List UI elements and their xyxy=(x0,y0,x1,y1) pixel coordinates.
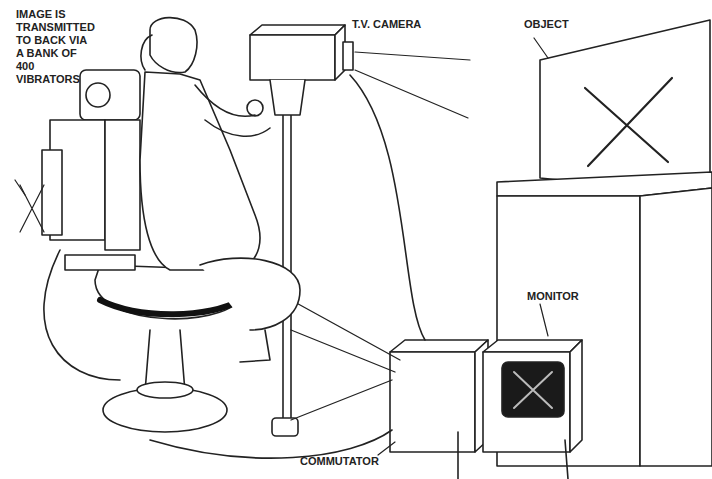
callout-label: IMAGE IS TRANSMITTED TO BACK VIA A BANK … xyxy=(16,8,96,86)
commutator-box xyxy=(390,340,488,479)
leader-line xyxy=(15,38,548,455)
monitor-box xyxy=(483,304,582,479)
cable xyxy=(350,75,425,340)
tripod xyxy=(272,80,400,436)
callout-label: COMMUTATOR xyxy=(300,455,410,468)
tv-camera xyxy=(247,25,353,116)
callout-label: T.V. CAMERA xyxy=(352,18,472,31)
callout-label: MONITOR xyxy=(527,290,617,303)
callout-label: OBJECT xyxy=(524,18,604,31)
vibrator-bank xyxy=(20,70,140,250)
object-panel xyxy=(540,20,710,195)
person xyxy=(140,18,300,362)
cable xyxy=(44,250,392,458)
